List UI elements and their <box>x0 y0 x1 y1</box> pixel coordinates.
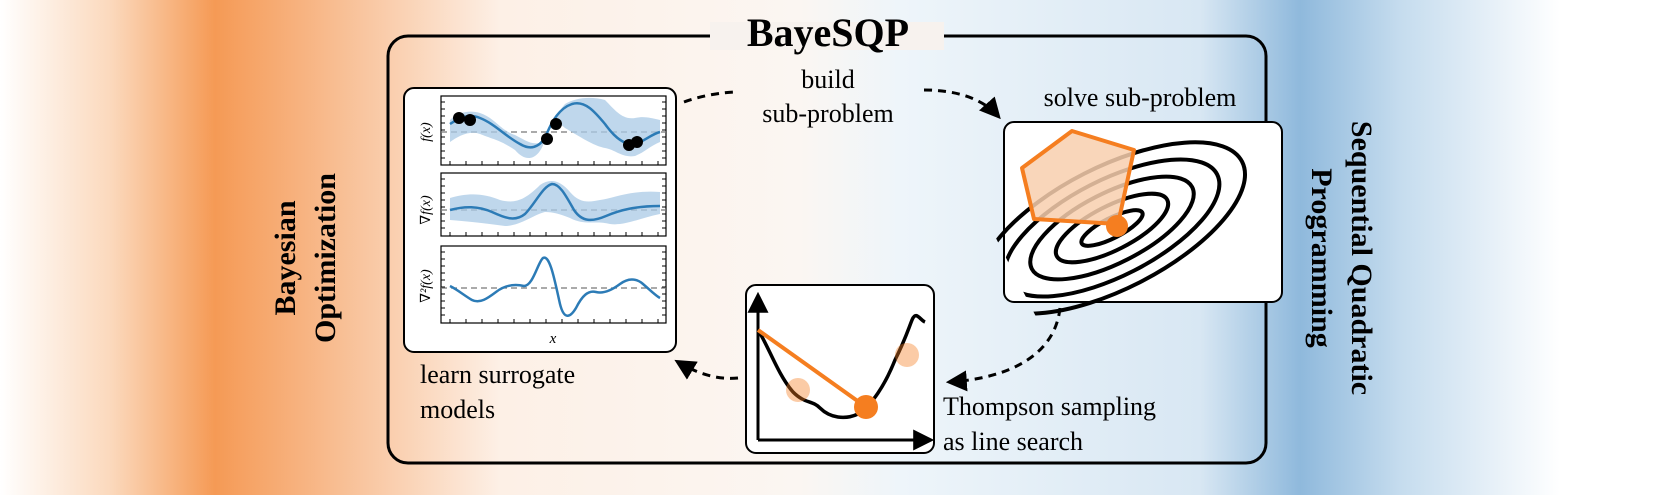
build-label-line2: sub-problem <box>762 99 893 128</box>
thompson-label-line2: as line search <box>943 427 1083 456</box>
subproblem-panel <box>976 121 1283 316</box>
gp-band-f <box>450 97 660 159</box>
left-side-line2: Optimization <box>309 173 342 343</box>
surrogate-ylabel-df: ∇f(x) <box>419 195 434 225</box>
right-side-line2: Programming <box>1305 168 1338 347</box>
surrogate-ylabel-f: f(x) <box>419 122 434 142</box>
learn-label-line1: learn surrogate <box>420 360 575 389</box>
observation-point <box>541 133 553 145</box>
surrogate-panel-frame <box>403 87 677 353</box>
sqp-label: Sequential Quadratic Programming <box>1305 121 1378 395</box>
observations <box>453 112 643 151</box>
surrogate-panel: f(x) ∇f(x) ∇²f(x) x <box>403 87 677 353</box>
arrow-to-solve <box>923 88 1001 120</box>
arrow-to-surrogate <box>674 359 739 380</box>
subplot-ticks <box>441 101 666 323</box>
subproblem-solution-point <box>1106 215 1128 237</box>
svg-text:f(x): f(x) <box>419 122 434 142</box>
bayesian-optimization-label: Bayesian Optimization <box>269 173 342 343</box>
svg-text:∇²f(x): ∇²f(x) <box>419 269 434 303</box>
build-label-line1: build <box>801 65 854 94</box>
gp-mean-d2f <box>449 256 661 317</box>
linesearch-panel <box>745 284 935 454</box>
feasible-region <box>1020 129 1136 226</box>
subplot-d2f <box>440 245 667 324</box>
cycle-arrows <box>674 88 1062 392</box>
linesearch-panel-frame <box>745 284 935 454</box>
title-gap <box>710 22 944 50</box>
learn-label-line2: models <box>420 395 495 424</box>
arrow-to-linesearch <box>945 307 1062 392</box>
candidate-point <box>786 378 810 402</box>
observation-point <box>631 136 643 148</box>
surrogate-xlabel: x <box>549 331 557 347</box>
thompson-sample-line <box>756 328 868 409</box>
surrogate-ylabel-d2f: ∇²f(x) <box>419 269 434 303</box>
diagram-title: BayeSQP <box>747 10 909 55</box>
observation-point <box>550 118 562 130</box>
selected-step-point <box>854 395 878 419</box>
left-side-line1: Bayesian <box>269 200 302 315</box>
right-side-line1: Sequential Quadratic <box>1345 121 1378 395</box>
subplot-df <box>440 172 667 237</box>
solve-label: solve sub-problem <box>1044 83 1237 112</box>
candidate-point <box>895 343 919 367</box>
thompson-label-line1: Thompson sampling <box>943 392 1156 421</box>
arrow-build-start <box>683 90 739 104</box>
observation-point <box>464 114 476 126</box>
observation-point <box>453 112 465 124</box>
svg-text:∇f(x): ∇f(x) <box>419 195 434 225</box>
gp-mean-df <box>449 182 661 222</box>
